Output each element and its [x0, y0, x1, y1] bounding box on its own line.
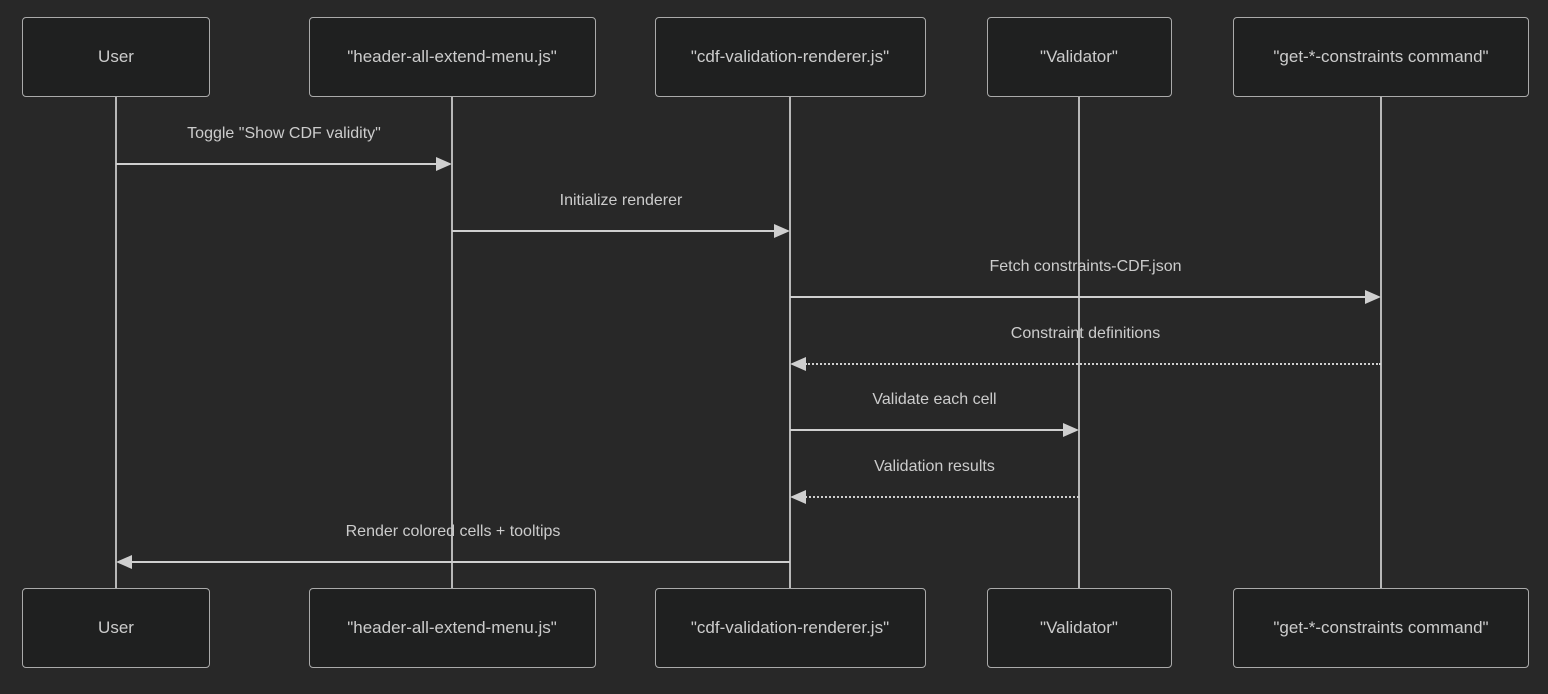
- actor-2-box-top: "cdf-validation-renderer.js": [654, 17, 926, 97]
- actor-4-box-top: "get-*-constraints command": [1233, 17, 1529, 97]
- message-label: Toggle "Show CDF validity": [187, 125, 381, 142]
- actor-0-label: User: [98, 618, 134, 637]
- arrowhead-icon: [790, 490, 806, 504]
- message-line: [805, 496, 1079, 498]
- arrowhead-icon: [774, 224, 790, 238]
- actor-0-box-top: User: [22, 17, 210, 97]
- message-label: Validate each cell: [872, 391, 997, 408]
- actor-3-box-bottom: "Validator": [986, 588, 1172, 668]
- actor-1-label: "header-all-extend-menu.js": [347, 47, 557, 66]
- message-line: [131, 561, 790, 563]
- actor-4-box-bottom: "get-*-constraints command": [1233, 588, 1529, 668]
- message-line: [790, 429, 1064, 431]
- message-label: Validation results: [874, 458, 995, 475]
- actor-3-label: "Validator": [1040, 618, 1118, 637]
- message-label: Initialize renderer: [559, 192, 683, 209]
- lifeline-actor-4: [1380, 97, 1382, 590]
- message-line: [116, 163, 437, 165]
- actor-4-label: "get-*-constraints command": [1273, 618, 1489, 637]
- arrowhead-icon: [790, 357, 806, 371]
- actor-4-label: "get-*-constraints command": [1273, 47, 1489, 66]
- actor-3-label: "Validator": [1040, 47, 1118, 66]
- arrowhead-icon: [436, 157, 452, 171]
- message-line: [805, 363, 1381, 365]
- lifeline-actor-3: [1078, 97, 1080, 590]
- message-label: Fetch constraints-CDF.json: [989, 258, 1182, 275]
- actor-1-label: "header-all-extend-menu.js": [347, 618, 557, 637]
- message-line: [790, 296, 1366, 298]
- arrowhead-icon: [116, 555, 132, 569]
- actor-1-box-top: "header-all-extend-menu.js": [308, 17, 596, 97]
- message-label: Constraint definitions: [1010, 325, 1161, 342]
- arrowhead-icon: [1063, 423, 1079, 437]
- actor-2-label: "cdf-validation-renderer.js": [690, 618, 890, 637]
- actor-1-box-bottom: "header-all-extend-menu.js": [308, 588, 596, 668]
- message-line: [452, 230, 775, 232]
- message-label: Render colored cells + tooltips: [345, 523, 561, 540]
- arrowhead-icon: [1365, 290, 1381, 304]
- actor-0-box-bottom: User: [22, 588, 210, 668]
- actor-0-label: User: [98, 47, 134, 66]
- lifeline-actor-2: [789, 97, 791, 590]
- lifeline-actor-1: [451, 97, 453, 590]
- lifeline-actor-0: [115, 97, 117, 590]
- actor-2-box-bottom: "cdf-validation-renderer.js": [654, 588, 926, 668]
- actor-3-box-top: "Validator": [986, 17, 1172, 97]
- actor-2-label: "cdf-validation-renderer.js": [690, 47, 890, 66]
